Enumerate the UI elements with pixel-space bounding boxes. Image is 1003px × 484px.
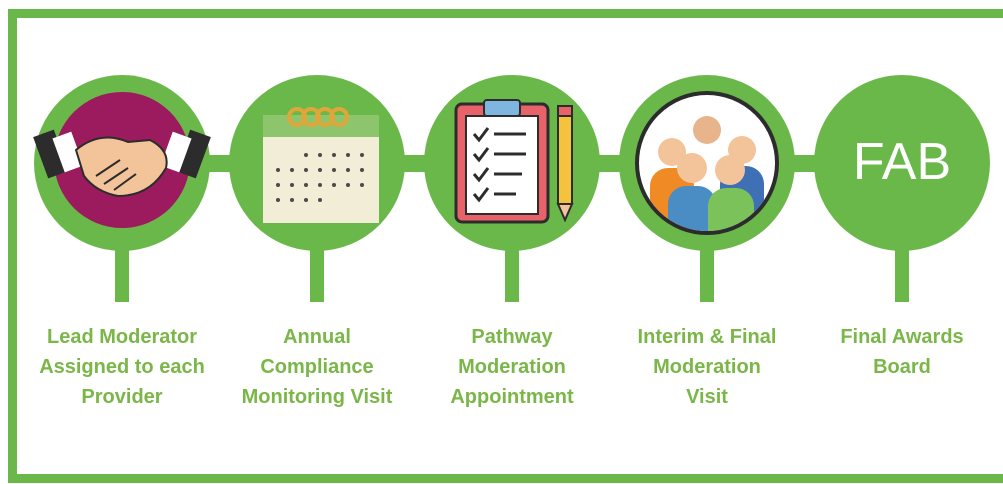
handshake-icon — [33, 75, 211, 251]
step-label: Lead Moderator Assigned to each Provider — [39, 326, 205, 408]
fab-text-icon — [814, 75, 990, 251]
step-annual-compliance: Annual Compliance Monitoring Visit — [217, 322, 417, 412]
clipboard-checklist-icon — [424, 75, 600, 251]
step-final-awards: Final Awards Board — [802, 322, 1002, 382]
step-label: Final Awards Board — [840, 326, 964, 378]
fab-badge-text: FAB — [852, 133, 952, 191]
calendar-icon — [229, 75, 405, 251]
step-interim-final: Interim & Final Moderation Visit — [607, 322, 807, 412]
step-label: Pathway Moderation Appointment — [450, 326, 574, 408]
group-of-people-icon — [619, 75, 795, 251]
step-pathway-moderation: Pathway Moderation Appointment — [412, 322, 612, 412]
step-label: Interim & Final Moderation Visit — [637, 326, 777, 408]
step-lead-moderator: Lead Moderator Assigned to each Provider — [22, 322, 222, 412]
step-label: Annual Compliance Monitoring Visit — [241, 326, 393, 408]
